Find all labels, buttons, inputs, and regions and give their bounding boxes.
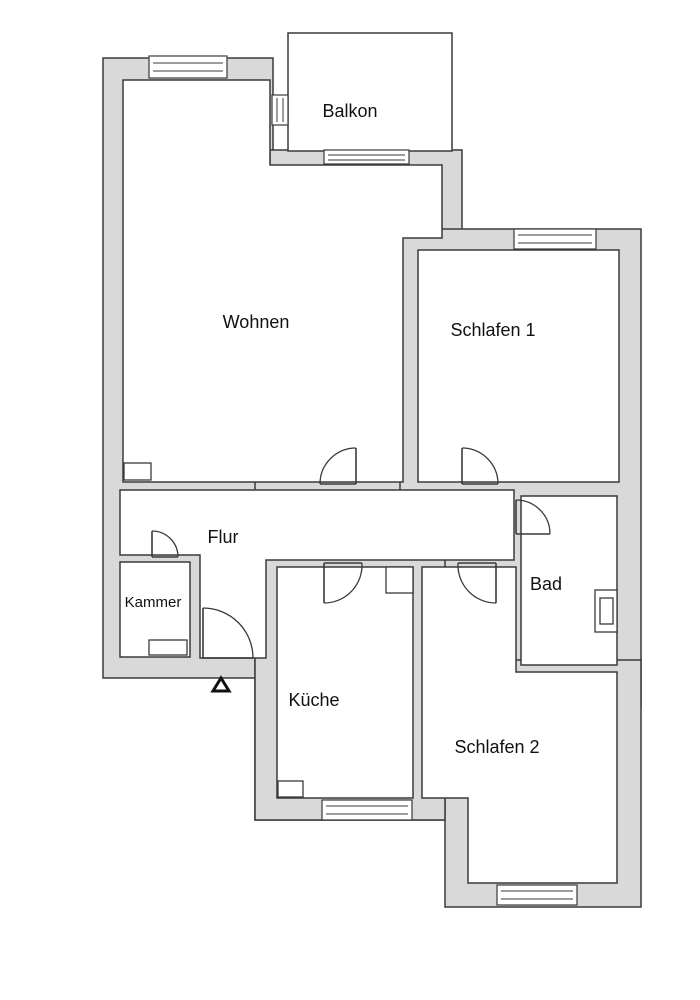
door-kammer xyxy=(151,530,179,558)
label-schlafen1: Schlafen 1 xyxy=(450,320,535,340)
label-wohnen: Wohnen xyxy=(223,312,290,332)
schlafen2-room xyxy=(421,566,618,884)
door-bad xyxy=(515,499,551,535)
fixtures xyxy=(123,462,618,798)
door-kueche xyxy=(323,562,363,604)
wohnen-room xyxy=(122,79,443,483)
flur-room xyxy=(119,489,515,659)
label-flur: Flur xyxy=(208,527,239,547)
schlafen1-room xyxy=(417,249,620,483)
window-schlafen1 xyxy=(513,228,597,250)
label-kueche: Küche xyxy=(288,690,339,710)
windows xyxy=(148,55,597,906)
shaft-flur xyxy=(385,566,414,594)
triangle-entrance-icon xyxy=(210,675,232,693)
room-labels: Balkon Wohnen Schlafen 1 Flur Kammer Bad… xyxy=(125,101,562,757)
label-balkon: Balkon xyxy=(322,101,377,121)
shaft-kueche xyxy=(277,780,304,798)
door-entrance xyxy=(202,607,254,659)
shaft-bad-inner xyxy=(599,597,614,625)
label-kammer: Kammer xyxy=(125,594,182,611)
window-wohnen-balcony-side xyxy=(271,94,289,126)
window-balcony-door xyxy=(323,149,410,165)
shaft-wohnen xyxy=(123,462,152,481)
door-schlafen2 xyxy=(457,562,497,604)
rooms xyxy=(119,79,620,884)
label-schlafen2: Schlafen 2 xyxy=(454,737,539,757)
shaft-kammer xyxy=(148,639,188,656)
window-kueche xyxy=(321,799,413,821)
window-schlafen2 xyxy=(496,884,578,906)
bad-room xyxy=(520,495,618,666)
kueche-room xyxy=(276,566,414,799)
label-bad: Bad xyxy=(530,574,562,594)
balkon-area xyxy=(287,32,453,152)
door-wohnen xyxy=(319,447,357,485)
door-schlafen1 xyxy=(461,447,499,485)
window-wohnen-top xyxy=(148,55,228,79)
doors xyxy=(151,447,551,659)
